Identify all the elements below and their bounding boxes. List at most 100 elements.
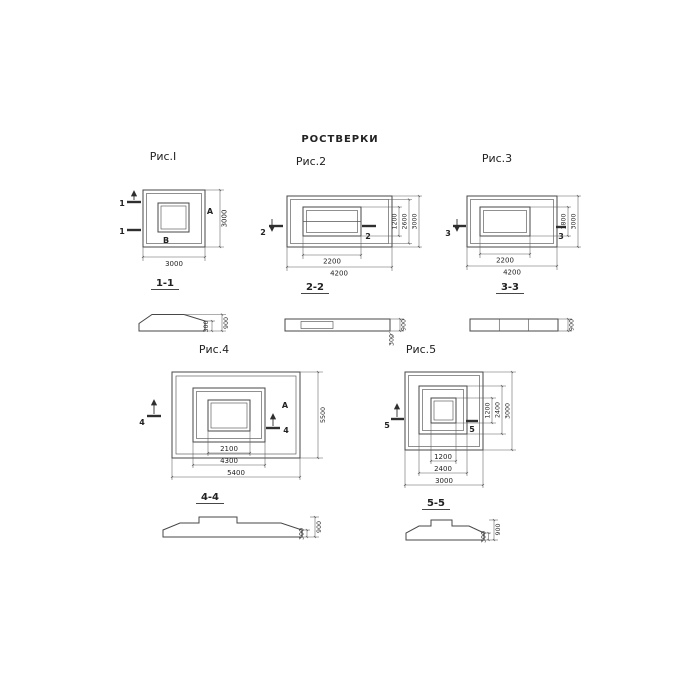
fig4-step-outline [192,387,266,443]
fig4-label: Рис.4 [199,343,229,356]
fig5-step-outline-inner [422,389,464,431]
fig2-plan-outline-inner [290,199,389,244]
fig3-dims: 1800 3000 2200 4200 [465,194,581,277]
fig3-column-outline-inner [483,210,527,233]
fig2-sec-dim-total: 900 [401,319,408,331]
fig3-dim-right-inner: 1800 [561,213,568,229]
fig4-cut-marks: 4 4 [139,399,289,435]
fig2-section-insert [300,321,334,329]
fig3-plan-outline-inner [470,199,554,244]
fig4-sec-dim-total: 900 [316,521,323,533]
fig2-dim-right-outer: 3000 [412,213,419,229]
fig3-section-label: 3-3 [501,282,519,293]
fig3: Рис.3 3 3 1800 3000 2200 [445,152,581,333]
fig1-plan-outline [142,189,206,248]
fig1-plan: В А [142,189,214,248]
fig2-dim-right-inner: 1200 [392,213,399,229]
fig1-cut-label-top: 1 [119,199,125,208]
fig2-dims: 1200 2600 3000 2200 4200 [285,194,422,278]
fig1-plan-outline-inner [146,193,202,244]
fig1-dim-bottom: 3000 [165,260,183,268]
fig5-plan-outline-inner [408,375,480,447]
fig2-dim-bottom-inner: 2200 [323,258,341,266]
fig3-plan [466,195,558,248]
fig2-plan-outline [286,195,393,248]
fig5-column-outline [430,397,457,424]
fig2-section-label: 2-2 [306,282,324,293]
fig5-sec-dim-toe: 300 [481,531,488,543]
fig4-dim-bottom-outer: 5400 [227,469,245,477]
fig2-label: Рис.2 [296,155,326,168]
fig5-dim-bottom-mid: 2400 [434,465,452,473]
fig5-dim-bottom-outer: 3000 [435,477,453,485]
fig5-section-label: 5-5 [427,498,445,509]
fig1-sec-dim-total: 900 [223,317,230,329]
fig1-cut-label-bottom: 1 [119,227,125,236]
fig3-cut-label-left: 3 [445,229,451,238]
fig2-cut-marks: 2 2 [260,219,376,241]
fig3-sec-dim-total: 900 [569,319,576,331]
fig2: Рис.2 2 2 1200 2600 300 [260,155,422,346]
fig5-section-profile [405,519,485,541]
fig5-dim-right-outer: 3000 [505,403,512,419]
fig4-column-outline-inner [210,402,248,429]
fig3-dim-bottom-inner: 2200 [496,257,514,265]
fig2-dim-bottom-outer: 4200 [330,270,348,278]
fig5-column-outline-inner [433,400,454,421]
fig2-dim-right-mid: 2600 [402,213,409,229]
fig1-column-outline [157,202,190,233]
fig4-plan-outline [171,371,301,459]
fig4-letter-a: А [282,401,289,410]
fig3-column-outline [479,206,531,237]
fig2-cut-label-left: 2 [260,228,266,237]
fig1-letter-b: В [163,236,169,245]
fig4-section-label: 4-4 [201,492,219,503]
fig4-column-outline [207,399,251,432]
fig2-cut-label-right: 2 [365,232,371,241]
fig5-dim-bottom-inner: 1200 [434,453,452,461]
fig1-sec-dim-toe: 300 [203,320,210,332]
fig2-plan [286,195,393,248]
fig1-dim-right: 3000 [221,210,229,228]
fig3-dim-bottom-outer: 4200 [503,269,521,277]
fig5-dims: 1200 2400 3000 1200 2400 3000 [403,370,516,488]
fig1-column-outline-inner [160,205,187,230]
fig5-section: 5-5 300 900 [405,498,502,543]
fig4-sec-dim-toe: 300 [299,528,306,540]
fig4-dim-bottom-inner: 2100 [220,445,238,453]
fig4-section-profile [162,516,303,538]
fig4-cut-label-right: 4 [283,426,289,435]
fig1-cut-marks: 1 1 [119,190,141,236]
fig3-section-profile [469,318,559,332]
fig4-dim-right-outer: 5500 [320,407,327,423]
fig4-section: 4-4 300 900 [162,492,323,540]
fig3-plan-outline [466,195,558,248]
fig3-cut-marks: 3 3 [445,219,566,241]
drawing-title: РОСТВЕРКИ [301,134,378,145]
fig3-cut-label-right: 3 [558,232,564,241]
fig1-dims: 3000 3000 [141,188,229,268]
fig5-dim-right-inner: 1200 [485,402,492,418]
fig4-dim-bottom-mid: 4300 [220,457,238,465]
fig5-label: Рис.5 [406,343,436,356]
fig3-section: 3-3 900 [469,282,576,333]
fig5: Рис.5 5 5 1200 2400 [384,343,516,543]
fig5-cut-label-left: 5 [384,421,390,430]
fig5-dim-right-mid: 2400 [495,402,502,418]
fig2-section: 2-2 900 300 [284,282,408,346]
fig5-sec-dim-total: 900 [495,523,502,535]
fig4-cut-label-left: 4 [139,418,145,427]
fig1: Рис.I В А 1 1 3000 3000 1-1 [119,150,230,333]
fig5-cut-label-right: 5 [469,425,475,434]
fig1-letter-a: А [207,207,214,216]
fig5-cut-marks: 5 5 [384,403,478,434]
fig2-sec-dim-toe: 300 [389,334,396,346]
fig5-step-outline [418,385,468,435]
fig4-dims: 5500 2100 4300 5400 [170,370,327,480]
fig1-label: Рис.I [150,150,177,163]
fig3-label: Рис.3 [482,152,512,165]
fig5-plan-outline [404,371,484,451]
fig5-plan [404,371,484,451]
